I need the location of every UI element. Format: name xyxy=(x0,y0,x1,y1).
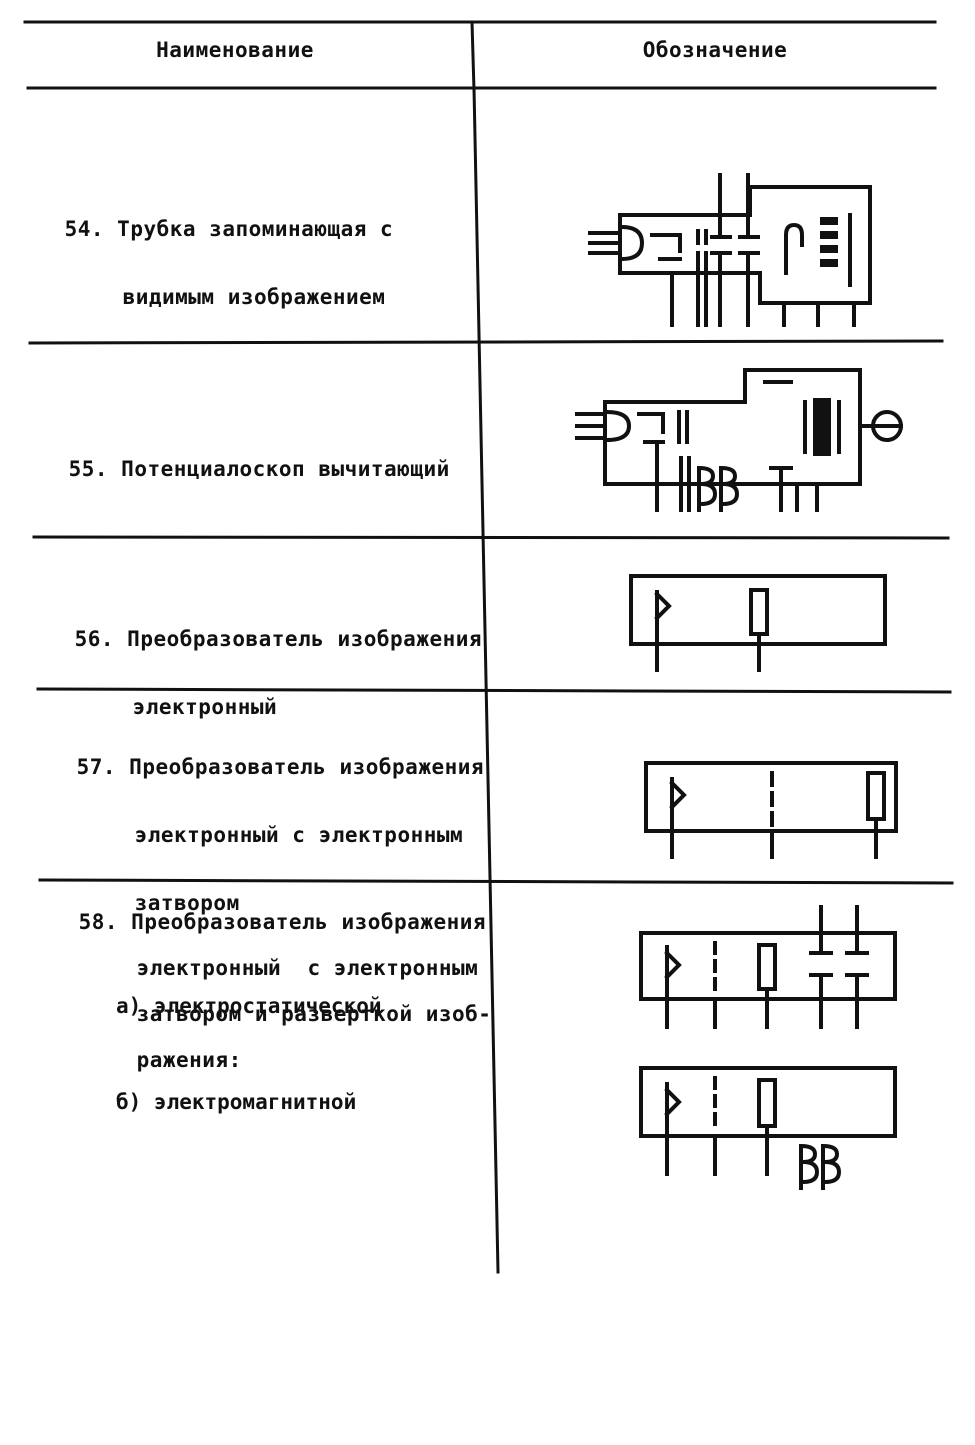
row-number: 58. xyxy=(78,910,119,934)
row-55-name: 55. Потенциалоскоп вычитающий xyxy=(16,418,450,520)
row-line: видимым изображением xyxy=(122,285,386,309)
row-54-name: 54. Трубка запоминающая с видимым изобра… xyxy=(12,178,393,348)
symbol-converter-electrostatic xyxy=(635,905,905,1030)
row-57-name: 57. Преобразователь изображения электрон… xyxy=(24,716,484,954)
symbol-converter-electromagnetic xyxy=(635,1062,905,1192)
row-58-subitem-b: б) электромагнитной xyxy=(116,1090,357,1114)
row-line: затвором и разверткой изоб- xyxy=(136,1002,492,1026)
row-number: 55. xyxy=(68,457,109,481)
symbol-converter-shutter xyxy=(640,755,905,860)
row-line: ражения: xyxy=(136,1048,242,1072)
row-line: Потенциалоскоп вычитающий xyxy=(121,457,450,481)
row-line: Преобразователь изображения xyxy=(129,755,485,779)
row-line: электронный с электронным xyxy=(136,956,479,980)
symbol-potentialoscope xyxy=(575,362,915,512)
symbol-storage-tube xyxy=(580,165,880,335)
row-line: Трубка запоминающая с xyxy=(117,217,394,241)
row-number: 57. xyxy=(76,755,117,779)
row-line: затвором xyxy=(134,891,240,915)
header-name: Наименование xyxy=(156,38,314,62)
row-58-name: 58. Преобразователь изображения электрон… xyxy=(26,888,491,1095)
row-56-name: 56. Преобразователь изображения электрон… xyxy=(22,588,482,758)
row-line: электронный с электронным xyxy=(134,823,464,847)
row-line: Преобразователь изображения xyxy=(131,910,487,934)
row-line: электронный xyxy=(132,695,278,719)
row-number: 54. xyxy=(64,217,105,241)
row-number: 56. xyxy=(74,627,115,651)
symbol-image-converter xyxy=(625,570,895,675)
row-58-subitem-a: а) электростатической xyxy=(116,994,382,1018)
header-designation: Обозначение xyxy=(642,38,788,62)
row-line: Преобразователь изображения xyxy=(127,627,483,651)
